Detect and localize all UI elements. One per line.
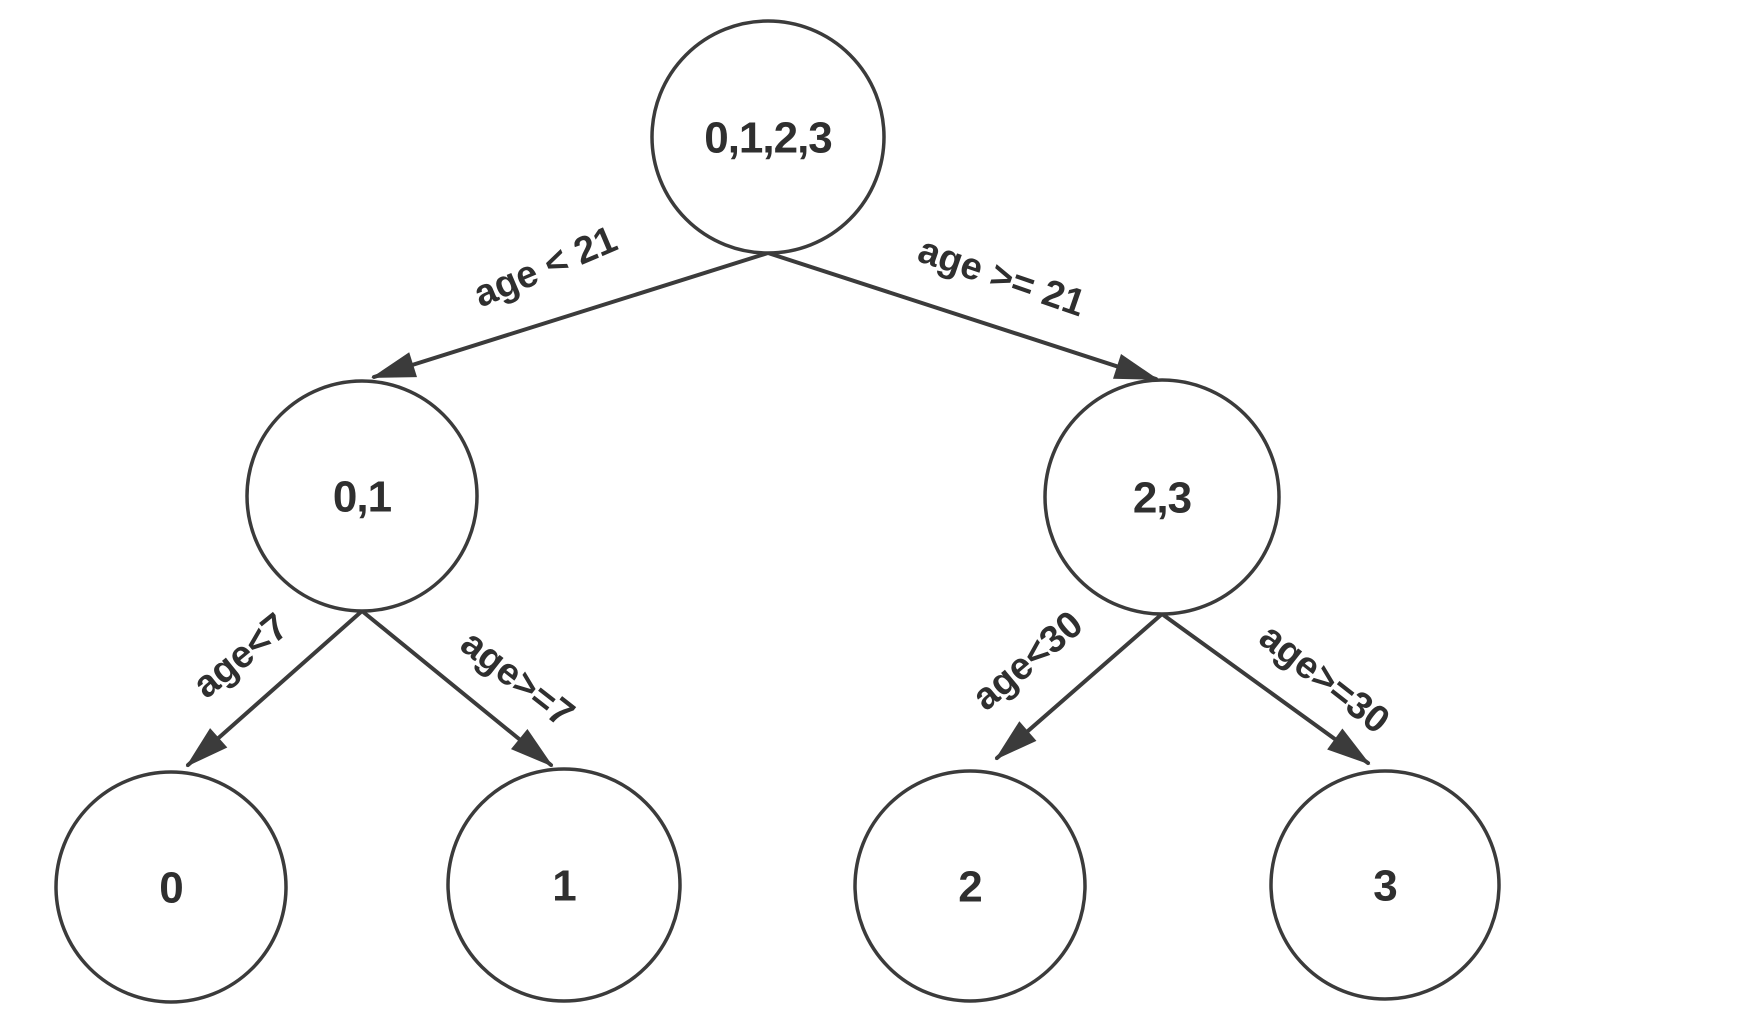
node-left-circle <box>245 379 479 613</box>
edge-label-age-gte-7: age>=7 <box>453 622 582 736</box>
edge-root-to-left <box>371 251 770 379</box>
nodes-group: 0,1,2,3 0,1 2,3 0 1 2 3 <box>54 19 1501 1004</box>
node-right-circle <box>1043 378 1281 616</box>
node-leaf-3-label: 3 <box>1373 861 1396 910</box>
node-leaf-1: 1 <box>446 767 682 1003</box>
edge-label-age-lt-7: age<7 <box>185 605 296 706</box>
node-root-circle <box>650 19 886 255</box>
edges-group <box>185 251 1371 767</box>
edge-root-to-right <box>766 251 1159 381</box>
node-leaf-3-circle <box>1269 769 1501 1001</box>
edge-label-age-lt-21: age < 21 <box>468 218 623 316</box>
node-leaf-1-circle <box>446 767 682 1003</box>
node-leaf-0-label: 0 <box>159 863 182 912</box>
node-right: 2,3 <box>1043 378 1281 616</box>
edge-left-to-leaf0 <box>185 609 364 767</box>
node-leaf-2-label: 2 <box>958 862 981 911</box>
node-root: 0,1,2,3 <box>650 19 886 255</box>
edge-label-age-gte-30: age>=30 <box>1251 616 1397 743</box>
edge-right-to-leaf2 <box>994 612 1164 760</box>
node-right-label: 2,3 <box>1133 473 1191 522</box>
node-leaf-2: 2 <box>853 769 1087 1003</box>
node-leaf-0: 0 <box>54 770 288 1004</box>
edge-right-to-leaf3 <box>1160 612 1371 765</box>
node-leaf-3: 3 <box>1269 769 1501 1001</box>
node-root-label: 0,1,2,3 <box>704 113 832 162</box>
node-leaf-2-circle <box>853 769 1087 1003</box>
node-leaf-1-label: 1 <box>552 861 576 910</box>
node-left-label: 0,1 <box>333 472 392 521</box>
edge-left-to-leaf1 <box>360 609 554 767</box>
edge-label-age-gte-21: age >= 21 <box>913 229 1090 325</box>
node-leaf-0-circle <box>54 770 288 1004</box>
node-left: 0,1 <box>245 379 479 613</box>
edge-label-age-lt-30: age<30 <box>965 603 1092 719</box>
